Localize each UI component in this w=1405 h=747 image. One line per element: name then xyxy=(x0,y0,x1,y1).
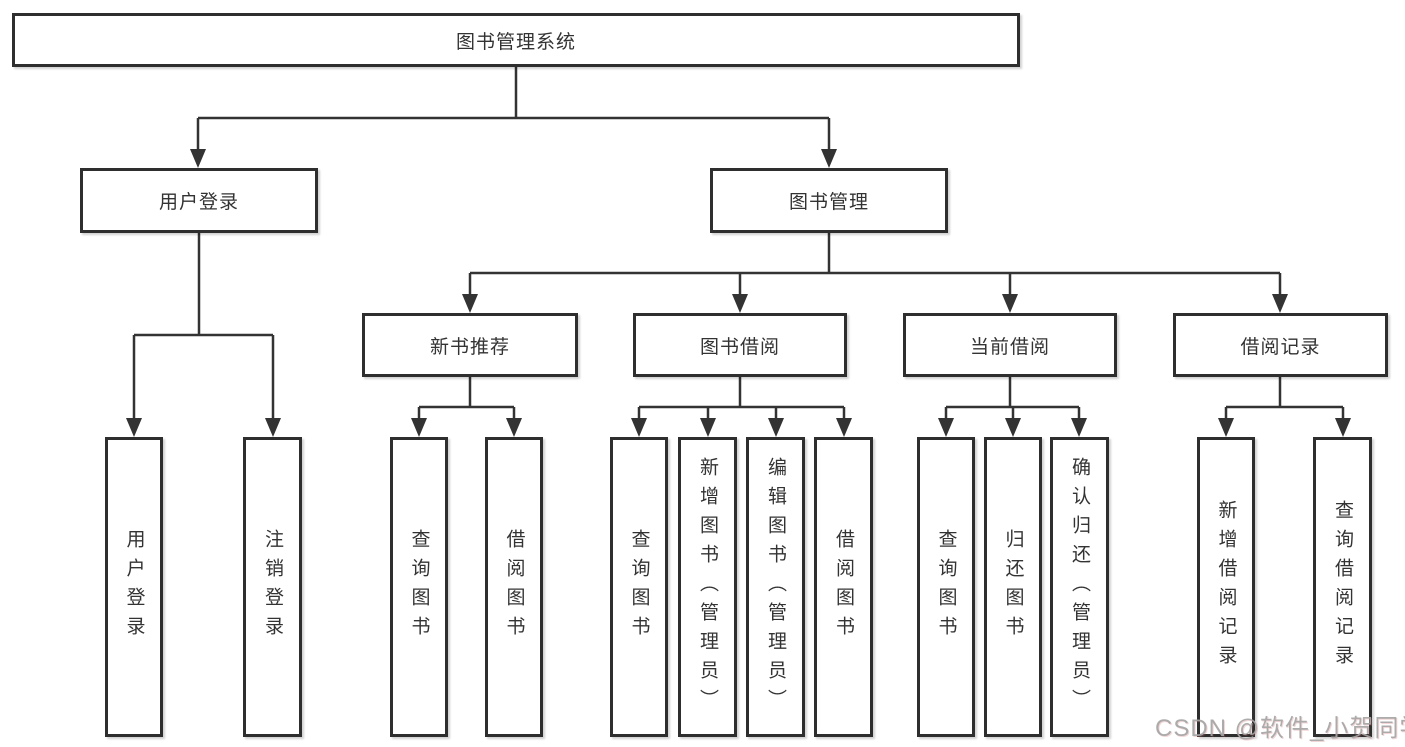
node-borrow-records: 借阅记录 xyxy=(1173,313,1388,377)
node-add-book-admin: 新增图书（管理员） xyxy=(678,437,737,737)
node-label: 查询图书 xyxy=(628,529,650,645)
node-current-borrow: 当前借阅 xyxy=(903,313,1117,377)
node-label: 新增借阅记录 xyxy=(1215,500,1237,674)
node-add-borrow-record: 新增借阅记录 xyxy=(1197,437,1255,737)
node-label: 图书管理系统 xyxy=(455,31,576,53)
node-logout: 注销登录 xyxy=(243,437,302,737)
node-label: 查询图书 xyxy=(408,529,430,645)
node-label: 归还图书 xyxy=(1002,529,1024,645)
node-user-login: 用户登录 xyxy=(80,168,318,233)
node-return-book: 归还图书 xyxy=(984,437,1042,737)
node-label: 用户登录 xyxy=(158,192,239,213)
node-query-borrow-record: 查询借阅记录 xyxy=(1313,437,1372,737)
node-label: 借阅记录 xyxy=(1240,336,1321,358)
node-borrow-books-recommend: 借阅图书 xyxy=(485,437,543,737)
node-book-borrow: 图书借阅 xyxy=(633,313,847,377)
node-edit-book-admin: 编辑图书（管理员） xyxy=(746,437,805,737)
arrowheads xyxy=(126,149,1351,437)
node-label: 编辑图书（管理员） xyxy=(765,456,786,718)
node-label: 新增图书（管理员） xyxy=(697,456,718,718)
node-label: 注销登录 xyxy=(262,529,283,645)
node-query-books-borrow: 查询图书 xyxy=(610,437,668,737)
node-label: 查询图书 xyxy=(935,529,957,645)
node-borrow-books-leaf: 借阅图书 xyxy=(814,437,873,737)
node-label: 图书管理 xyxy=(788,192,869,213)
node-label: 用户登录 xyxy=(123,529,145,645)
node-label: 图书借阅 xyxy=(699,336,780,358)
node-confirm-return-admin: 确认归还（管理员） xyxy=(1050,437,1109,737)
node-label: 新书推荐 xyxy=(429,336,510,358)
node-label: 借阅图书 xyxy=(503,529,525,645)
node-query-books-recommend: 查询图书 xyxy=(390,437,448,737)
watermark: CSDN @软件_小贺同学 xyxy=(1155,715,1405,742)
node-label: 借阅图书 xyxy=(833,529,854,645)
node-book-management: 图书管理 xyxy=(710,168,948,233)
node-user-login-leaf: 用户登录 xyxy=(105,437,163,737)
node-new-book-recommend: 新书推荐 xyxy=(362,313,578,377)
node-label: 确认归还（管理员） xyxy=(1069,456,1090,718)
node-query-books-current: 查询图书 xyxy=(917,437,975,737)
node-label: 查询借阅记录 xyxy=(1332,500,1353,674)
node-library-management-system: 图书管理系统 xyxy=(12,13,1020,67)
node-label: 当前借阅 xyxy=(969,336,1050,358)
